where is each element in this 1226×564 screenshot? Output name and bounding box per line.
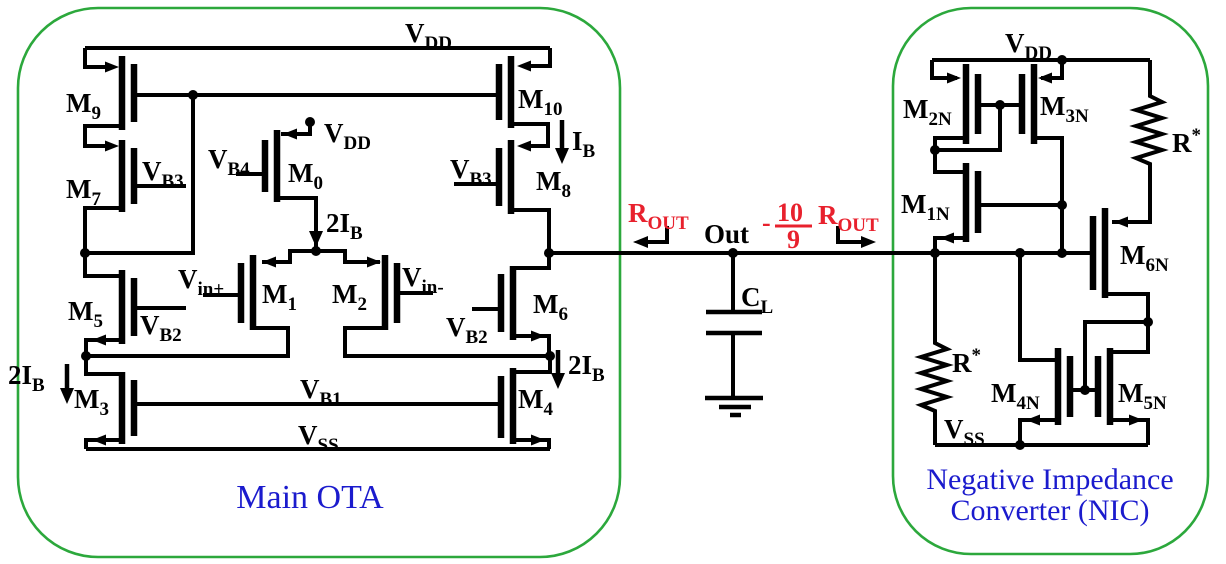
nic-box xyxy=(891,6,1210,556)
main-ota-transistors xyxy=(118,56,517,444)
nic-title-line2: Converter (NIC) xyxy=(950,494,1149,527)
nic-transistors xyxy=(962,64,1114,425)
label-vdd-rail: VDD xyxy=(405,18,452,54)
label-m6n: M6N xyxy=(1120,240,1169,276)
label-r-star-top: R* xyxy=(1172,125,1201,158)
label-m3: M3 xyxy=(74,384,109,420)
load-capacitor xyxy=(705,253,763,418)
label-gain-denominator: 9 xyxy=(787,225,800,254)
label-m8: M8 xyxy=(536,166,571,202)
label-m10: M10 xyxy=(518,84,562,120)
label-vin-plus: Vin+ xyxy=(178,264,224,300)
label-gain-minus: - xyxy=(762,208,771,237)
label-m1n: M1N xyxy=(901,189,950,225)
rout-arrows xyxy=(633,224,876,248)
main-ota-wires xyxy=(83,46,552,451)
label-m7: M7 xyxy=(66,174,101,210)
label-vss-main: VSS xyxy=(298,420,339,456)
main-ota-box xyxy=(16,6,622,559)
nic-title-line1: Negative Impedance xyxy=(926,463,1173,496)
label-vin-minus: Vin- xyxy=(402,262,444,298)
main-ota-title: Main OTA xyxy=(236,479,384,516)
label-r-star-bottom: R* xyxy=(952,345,981,378)
label-m4: M4 xyxy=(518,384,553,420)
label-vb3-m8: VB3 xyxy=(450,154,492,190)
label-ib: IB xyxy=(572,126,596,162)
label-m1: M1 xyxy=(262,279,297,315)
label-gain-numerator: 10 xyxy=(777,198,803,227)
label-vdd-m0: VDD xyxy=(324,118,371,154)
label-vb1: VB1 xyxy=(300,374,342,410)
label-m5n: M5N xyxy=(1118,378,1167,414)
label-rout-right: ROUT xyxy=(818,200,879,236)
label-cl: CL xyxy=(741,282,773,318)
label-vss-nic: VSS xyxy=(944,414,985,450)
label-m2n: M2N xyxy=(903,94,952,130)
label-vb3-m7: VB3 xyxy=(142,156,184,192)
label-m3n: M3N xyxy=(1040,91,1089,127)
label-vb4: VB4 xyxy=(208,144,250,180)
label-2ib-left: 2IB xyxy=(8,360,45,396)
label-m9: M9 xyxy=(66,88,101,124)
label-out: Out xyxy=(704,219,749,249)
label-m0: M0 xyxy=(288,158,323,194)
label-m5: M5 xyxy=(68,296,103,332)
label-vb2-m5: VB2 xyxy=(140,310,182,346)
nic-source-arrows xyxy=(940,72,1143,426)
label-m6: M6 xyxy=(533,289,568,325)
junction-dots xyxy=(80,55,1153,450)
label-m2: M2 xyxy=(332,279,367,315)
label-vb2-m6: VB2 xyxy=(446,312,488,348)
label-rout-left: ROUT xyxy=(628,198,689,234)
bias-current-arrows xyxy=(60,120,569,404)
label-2ib-right: 2IB xyxy=(568,350,605,386)
label-2ib-m0: 2IB xyxy=(326,208,363,244)
label-vdd-nic: VDD xyxy=(1005,28,1052,64)
label-m4n: M4N xyxy=(991,378,1040,414)
main-ota-source-arrows xyxy=(92,60,545,446)
